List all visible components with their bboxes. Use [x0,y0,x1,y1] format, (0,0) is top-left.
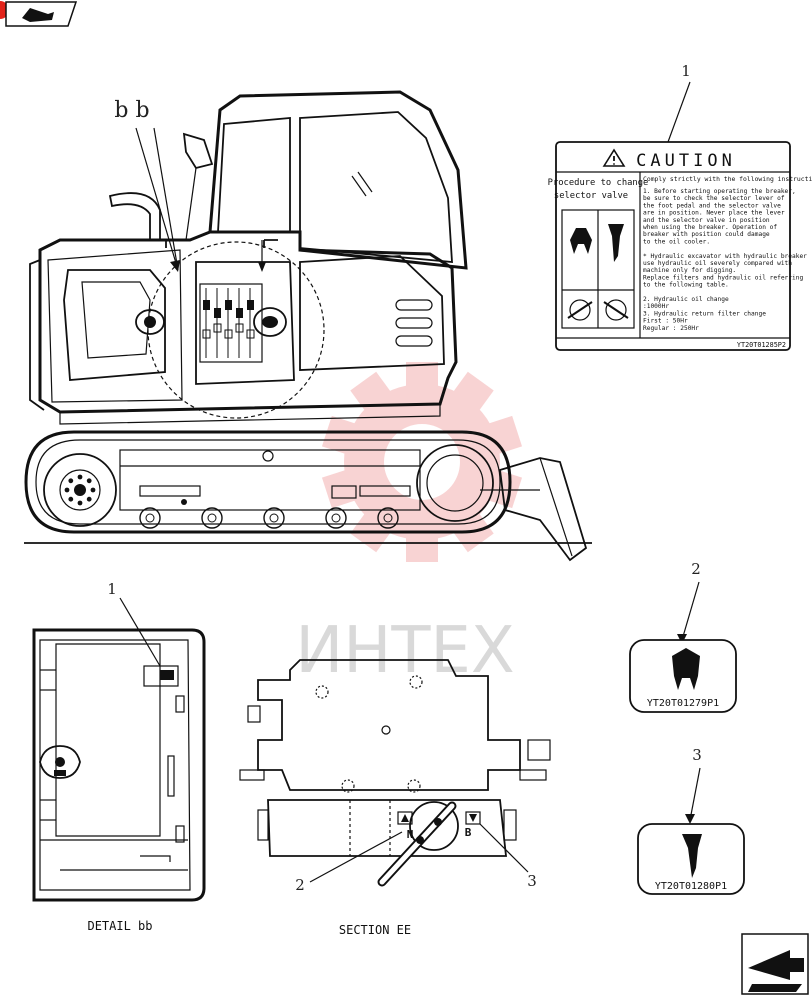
excavator-side-view [24,90,592,562]
caution-line: Regular : 250Hr [643,325,699,332]
caution-left-title-1: Procedure to change [548,178,649,188]
arrow-flag-icon [22,8,54,22]
item-1-callout-top: 1 [681,62,691,80]
selector-valve-pictogram-icon [567,299,629,321]
valve-mark-b: B [465,826,472,839]
caution-decal: CAUTION Procedure to change selector val… [548,141,812,351]
crusher-mark-icon [401,814,409,822]
decal-3-breaker: YT20T01280P1 [637,823,745,895]
valve-mark-n: N [407,828,414,841]
decal-3-part-number: YT20T01280P1 [655,881,727,892]
detail-bb-view [32,628,206,902]
caution-line: and the selector valve in position [643,217,770,224]
warning-triangle-icon [602,148,626,167]
caution-line: * Hydraulic excavator with hydraulic bre… [643,253,807,260]
next-nav-button[interactable] [741,933,809,995]
item-2-callout: 2 [691,560,701,578]
caution-line: breaker with position could damage [643,231,770,238]
caution-line: 1. Before starting operating the breaker… [643,188,796,195]
caution-line: when using the breaker. Operation of [643,224,777,231]
caution-part-number: YT20T01285P2 [737,341,786,349]
detail-caption: DETAIL bb [87,919,152,933]
caution-line: 3. Hydraulic return filter change [643,310,766,317]
decal-2-crusher: YT20T01279P1 [629,639,737,713]
caution-line: use hydraulic oil severely compared with [643,260,792,267]
item-3-callout: 3 [692,746,702,764]
breaker-attachment-icon [682,834,702,878]
breaker-pictogram-icon [608,224,624,262]
caution-line: Replace filters and hydraulic oil referr… [643,274,803,281]
caution-line: to the following table. [643,282,729,289]
item-1-callout-detail: 1 [107,580,117,598]
crusher-attachment-icon [672,648,700,690]
section-caption: SECTION EE [339,923,411,937]
back-nav-button[interactable] [0,1,78,27]
caution-instruction-lines: 1. Before starting operating the breaker… [643,188,807,332]
section-ee-view [239,659,551,887]
caution-left-title-2: selector valve [554,191,628,201]
caution-line: to the oil cooler. [643,238,710,245]
arrow-next-icon [748,950,804,980]
caution-line: First : 50Hr [643,318,688,325]
caution-line: :1000Hr [643,303,669,310]
caution-intro: Comply strictly with the following instr… [643,175,812,183]
crusher-pictogram-icon [570,228,592,254]
item-2-callout-section: 2 [295,876,305,894]
caution-line: are in position. Never place the lever [643,210,785,217]
breaker-mark-icon [469,814,477,822]
caution-header: CAUTION [636,151,736,171]
decal-2-part-number: YT20T01279P1 [647,698,719,709]
item-3-callout-section: 3 [527,872,537,890]
caution-line: be sure to check the selector lever of [643,195,785,202]
bb-callout: b b [114,98,149,123]
caution-line: the foot pedal and the selector valve [643,202,781,209]
caution-line: 2. Hydraulic oil change [643,296,729,303]
caution-line: machine only for digging. [643,267,736,274]
